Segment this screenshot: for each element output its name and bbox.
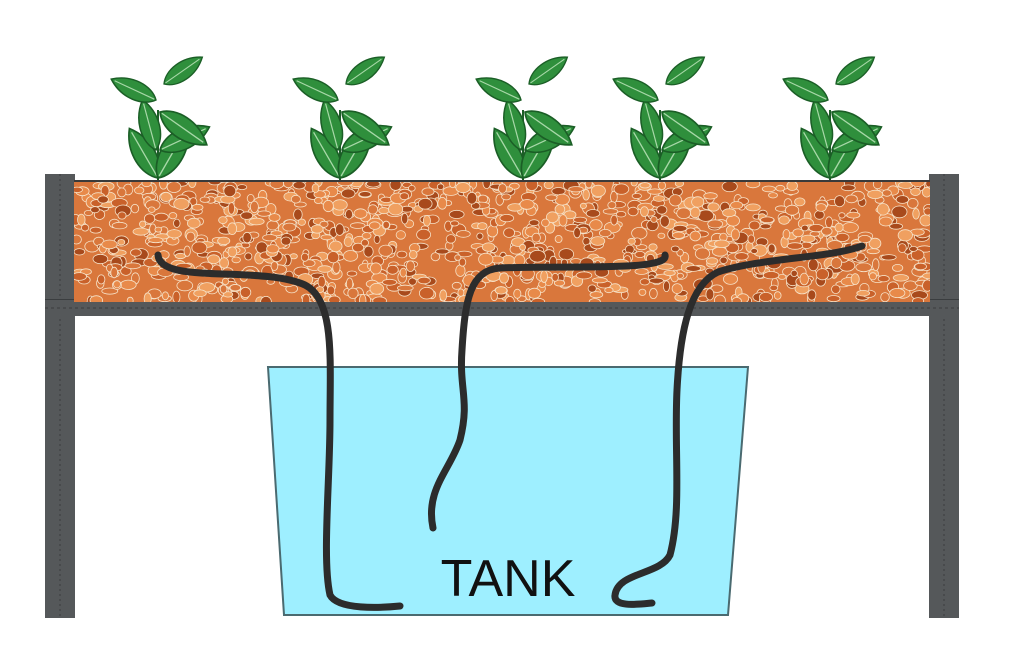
wick-left — [154, 251, 404, 611]
plant — [612, 56, 713, 180]
plants — [110, 56, 883, 180]
water-tank — [266, 366, 750, 616]
left-leg — [45, 174, 75, 618]
clay-pebbles — [74, 182, 930, 302]
plant — [292, 56, 393, 180]
wick-middle — [428, 251, 669, 532]
plant — [110, 56, 211, 180]
plant — [475, 56, 576, 180]
plant — [782, 56, 883, 180]
tank-label: TANK — [441, 550, 576, 608]
right-leg — [929, 174, 959, 618]
wick-right — [611, 242, 866, 608]
grow-bed — [45, 180, 959, 316]
